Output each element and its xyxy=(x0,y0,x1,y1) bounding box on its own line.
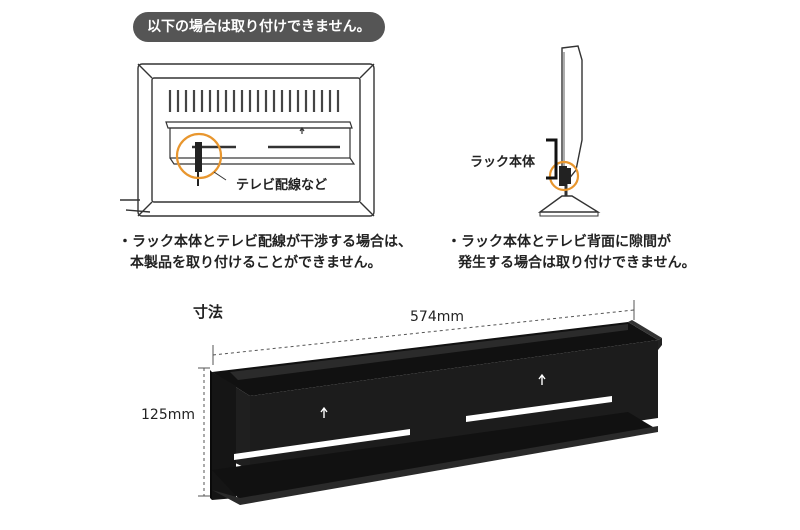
tv-back-illustration xyxy=(120,63,375,217)
warning-banner: 以下の場合は取り付けできません。 xyxy=(133,12,385,42)
rack-callout-label: ラック本体 xyxy=(470,155,536,170)
cable-illustration xyxy=(195,142,202,186)
dimensions-heading: 寸法 xyxy=(193,303,224,321)
right-note-line2: 発生する場合は取り付けできません。 xyxy=(458,255,696,271)
gap-highlight-right xyxy=(548,160,580,192)
dimension-lines xyxy=(198,300,635,497)
interference-highlight-left xyxy=(175,132,223,180)
right-note-line1: ・ラック本体とテレビ背面に隙間が xyxy=(447,234,671,250)
tv-side-illustration xyxy=(537,45,601,217)
left-note-line2: 本製品を取り付けることができません。 xyxy=(130,255,382,271)
rack-bracket xyxy=(546,138,558,180)
side-rack xyxy=(559,166,571,186)
height-dimension-label: 125mm xyxy=(141,407,195,423)
width-dimension-label: 574mm xyxy=(410,309,464,325)
rack-drawing xyxy=(210,320,662,505)
mounted-rack-outline xyxy=(165,121,356,165)
tv-vent-slots xyxy=(168,90,340,112)
left-note-line1: ・ラック本体とテレビ配線が干渉する場合は、 xyxy=(118,234,412,250)
cable-callout-label: テレビ配線など xyxy=(236,178,328,193)
